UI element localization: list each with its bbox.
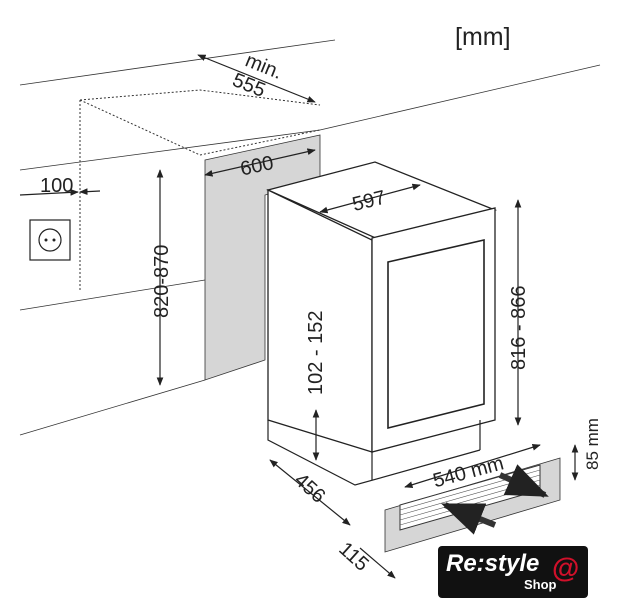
unit-label: [mm]: [455, 23, 511, 51]
at-cart-icon: @: [552, 552, 580, 583]
niche-height-label: 820-870: [151, 245, 173, 318]
vent-depth-label: 115: [334, 538, 372, 576]
socket-icon: [29, 219, 71, 261]
shop-logo: Re:style Shop @: [438, 546, 588, 598]
appliance: [266, 161, 498, 486]
vent-height-label: 85 mm: [583, 418, 602, 470]
logo-brand: Re:style: [446, 550, 540, 577]
appliance-depth-label: 456: [290, 469, 330, 508]
appliance-height-label: 816 - 866: [508, 285, 530, 370]
dimension-arrows: [19, 54, 579, 579]
plinth-height-label: 102 - 152: [305, 310, 327, 395]
socket-offset-label: 100: [40, 175, 73, 197]
niche-back-shade: [204, 134, 321, 381]
logo-sub: Shop: [524, 577, 557, 592]
